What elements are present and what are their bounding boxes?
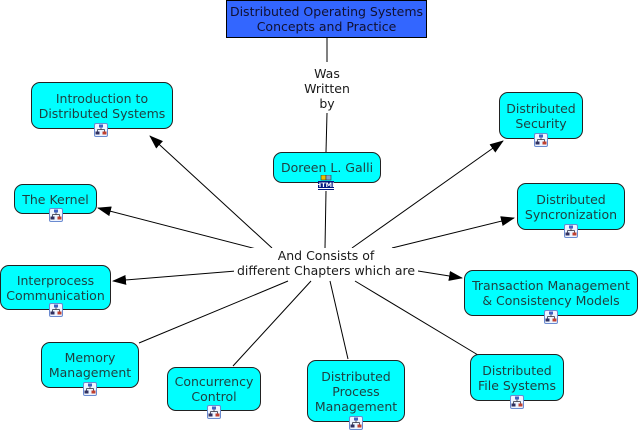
arrow-to-ipc bbox=[112, 270, 237, 285]
arrow-to-security bbox=[351, 140, 504, 249]
concept-map-icon[interactable] bbox=[534, 133, 548, 147]
concept-map-icon[interactable] bbox=[83, 382, 97, 396]
html-resource-icon[interactable]: HTML bbox=[318, 175, 334, 191]
concept-map-icon[interactable] bbox=[94, 123, 108, 137]
line-to-memory bbox=[138, 280, 289, 344]
svg-text:HTML: HTML bbox=[318, 181, 334, 189]
concept-sync[interactable]: Distributed Syncronization bbox=[517, 183, 625, 230]
line-author-to-phrase bbox=[324, 190, 327, 249]
concept-filesystems[interactable]: Distributed File Systems bbox=[470, 354, 564, 401]
concept-map-icon[interactable] bbox=[544, 310, 558, 324]
arrow-to-intro bbox=[149, 135, 273, 249]
root-concept-title[interactable]: Distributed Operating Systems Concepts a… bbox=[226, 0, 427, 38]
concept-memory[interactable]: Memory Management bbox=[41, 342, 139, 388]
arrow-to-sync bbox=[391, 216, 515, 249]
concept-map-icon[interactable] bbox=[349, 416, 363, 430]
concept-map-icon[interactable] bbox=[510, 395, 524, 409]
line-to-filesystems bbox=[354, 280, 479, 356]
concept-intro[interactable]: Introduction to Distributed Systems bbox=[31, 82, 173, 129]
concept-map-icon[interactable] bbox=[49, 303, 63, 317]
concept-security[interactable]: Distributed Security bbox=[499, 92, 583, 139]
concept-map-icon[interactable] bbox=[564, 224, 578, 238]
concept-transaction[interactable]: Transaction Management & Consistency Mod… bbox=[464, 270, 638, 316]
line-to-process bbox=[329, 280, 349, 360]
line-phrase-to-author bbox=[325, 112, 328, 153]
arrow-to-kernel bbox=[97, 206, 269, 253]
concept-map-icon[interactable] bbox=[49, 208, 63, 222]
concept-concurrency[interactable]: Concurrency Control bbox=[167, 367, 261, 411]
line-to-concurrency bbox=[232, 280, 312, 367]
link-phrase-consists-of[interactable]: And Consists of different Chapters which… bbox=[234, 248, 418, 278]
concept-map-icon[interactable] bbox=[207, 405, 221, 419]
link-phrase-written-by[interactable]: Was Written by bbox=[298, 66, 356, 111]
concept-ipc[interactable]: Interprocess Communication bbox=[0, 265, 111, 310]
concept-process[interactable]: Distributed Process Management bbox=[307, 360, 405, 422]
arrow-to-transaction bbox=[417, 270, 463, 281]
